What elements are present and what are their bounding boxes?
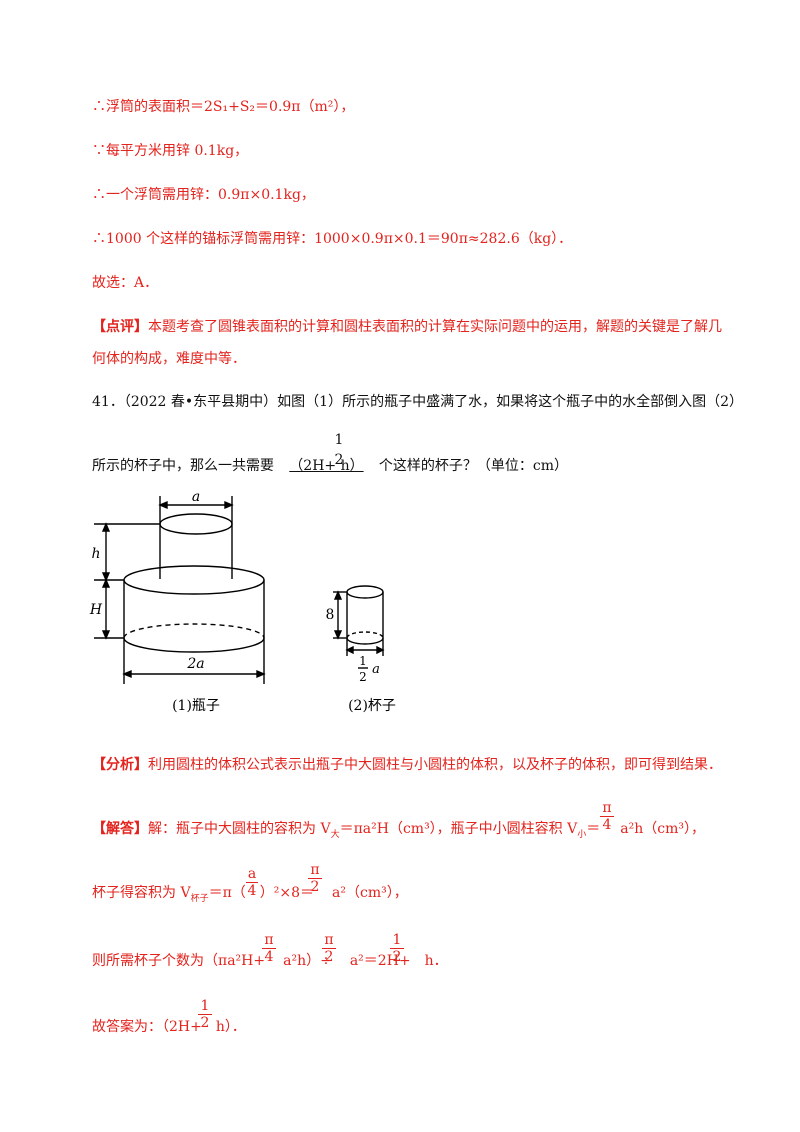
cup-figure: [333, 585, 385, 669]
sub-cup: 杯子: [190, 893, 209, 904]
bottle-figure: [94, 496, 266, 684]
cup-label-den: 2: [359, 670, 367, 684]
solution-3-a: 则所需杯子个数为（πa²H+: [92, 953, 266, 969]
question-number: 41．: [92, 394, 124, 410]
bottle-label-H: H: [89, 602, 103, 618]
question-line-2: 所示的杯子中，那么一共需要 （2H+ h） 个这样的杯子？（单位：cm）: [92, 456, 568, 476]
bottle-label-h: h: [91, 546, 100, 562]
fraction-denominator: 2: [322, 948, 336, 965]
solution-line-zinc-per-m2: ∵每平方米用锌 0.1kg，: [92, 143, 249, 159]
question-text-2-post: 个这样的杯子？（单位：cm）: [378, 458, 569, 474]
question-text-1: （2022 春•东平县期中）如图（1）所示的瓶子中盛满了水，如果将这个瓶子中的水…: [123, 394, 743, 410]
fraction-denominator: 4: [262, 948, 276, 965]
comment-line-2: 何体的构成，难度中等．: [92, 351, 246, 367]
solution-line-2: 杯子得容积为 V杯子＝π（ ）²×8＝ a²（cm³），: [92, 883, 408, 903]
solution-1-fraction: π 4: [600, 800, 614, 833]
fraction-denominator: 2: [390, 948, 404, 965]
comment-tag: 【点评】: [92, 319, 148, 335]
sub-big: 大: [330, 829, 340, 840]
fraction-numerator: 1: [200, 998, 210, 1014]
solution-3-fraction-1: π 4: [262, 932, 276, 965]
fraction-numerator: π: [264, 932, 274, 948]
analysis-tag: 【分析】: [92, 757, 148, 773]
solution-line-1: 【解答】解：瓶子中大圆柱的容积为 V大＝πa²H（cm³），瓶子中小圆柱容积 V…: [92, 819, 705, 839]
analysis-text: 利用圆柱的体积公式表示出瓶子中大圆柱与小圆柱的体积，以及杯子的体积，即可得到结果…: [148, 757, 722, 773]
solution-2-a: 杯子得容积为 V: [92, 885, 191, 901]
solution-1-b: ＝πa²H（cm³），瓶子中小圆柱容积 V: [339, 821, 578, 837]
cup-label-8: 8: [326, 607, 335, 623]
solution-3-fraction-3: 1 2: [390, 932, 404, 965]
solution-2-d: a²（cm³），: [332, 885, 408, 901]
bottle-label-a: a: [192, 489, 200, 505]
fraction-numerator: 1: [334, 432, 344, 448]
solution-line-4: 故答案为：（2H+ h）．: [92, 1017, 246, 1037]
fraction-denominator: 4: [246, 882, 258, 899]
fraction-denominator: 2: [198, 1014, 212, 1031]
question-answer-fraction: 1: [332, 432, 346, 448]
solution-3-c: a²＝2H+: [349, 953, 411, 969]
analysis-line: 【分析】利用圆柱的体积公式表示出瓶子中大圆柱与小圆柱的体积，以及杯子的体积，即可…: [92, 755, 722, 775]
solution-line-surface-area: ∴浮筒的表面积＝2S₁+S₂＝0.9π（m²），: [92, 99, 355, 115]
solution-1-c: ＝: [586, 821, 601, 837]
solution-2-fraction-2: π 2: [308, 862, 322, 895]
answer-choice-line: 故选：A．: [92, 275, 159, 291]
question-line-1: 41．（2022 春•东平县期中）如图（1）所示的瓶子中盛满了水，如果将这个瓶子…: [92, 392, 743, 412]
solution-3-d: h．: [424, 953, 448, 969]
fraction-numerator: π: [310, 862, 320, 878]
fraction-denominator: 2: [308, 878, 322, 895]
solution-tag: 【解答】: [92, 821, 148, 837]
fraction-denominator: 4: [600, 816, 614, 833]
solution-1-a: 解：瓶子中大圆柱的容积为 V: [148, 821, 331, 837]
fraction-numerator: π: [602, 800, 612, 816]
question-text-2-pre: 所示的杯子中，那么一共需要: [92, 458, 274, 474]
cup-label-a: a: [372, 662, 380, 677]
question-answer-fraction-den: 2: [332, 452, 346, 468]
solution-2-fraction-1: a 4: [246, 866, 258, 899]
solution-2-c: ）²×8＝: [259, 885, 315, 901]
cup-caption: (2)杯子: [348, 698, 396, 714]
solution-4-b: h）．: [215, 1019, 246, 1035]
solution-2-b: ＝π（: [208, 885, 246, 901]
answer-blank: （2H+ h）: [278, 456, 374, 476]
solution-3-b: a²h）÷: [283, 953, 332, 969]
solution-line-3: 则所需杯子个数为（πa²H+ a²h）÷ a²＝2H+ h．: [92, 951, 448, 971]
fraction-denominator: 2: [334, 452, 344, 468]
figure-bottle-and-cup: a h H 2a (1)瓶子 8 1 2 a (2)杯子: [89, 489, 396, 714]
solution-1-d: a²h（cm³），: [620, 821, 705, 837]
fraction-numerator: 1: [392, 932, 402, 948]
bottle-label-2a: 2a: [186, 656, 204, 672]
sub-small: 小: [577, 829, 587, 840]
cup-label-num: 1: [359, 654, 367, 668]
solution-3-fraction-2: π 2: [322, 932, 336, 965]
solution-4-a: 故答案为：（2H+: [92, 1019, 202, 1035]
comment-text-1: 本题考查了圆锥表面积的计算和圆柱表面积的计算在实际问题中的运用，解题的关键是了解…: [148, 319, 722, 335]
fraction-numerator: π: [324, 932, 334, 948]
answer-text: （2H+ h）: [289, 458, 364, 474]
bottle-caption: (1)瓶子: [172, 698, 220, 714]
solution-4-fraction: 1 2: [198, 998, 212, 1031]
solution-line-total-zinc: ∴1000 个这样的锚标浮筒需用锌：1000×0.9π×0.1＝90π≈282.…: [92, 231, 573, 247]
solution-line-zinc-per-float: ∴一个浮筒需用锌：0.9π×0.1kg，: [92, 187, 315, 203]
fraction-numerator: a: [247, 866, 257, 882]
comment-line-1: 【点评】本题考查了圆锥表面积的计算和圆柱表面积的计算在实际问题中的运用，解题的关…: [92, 317, 722, 337]
